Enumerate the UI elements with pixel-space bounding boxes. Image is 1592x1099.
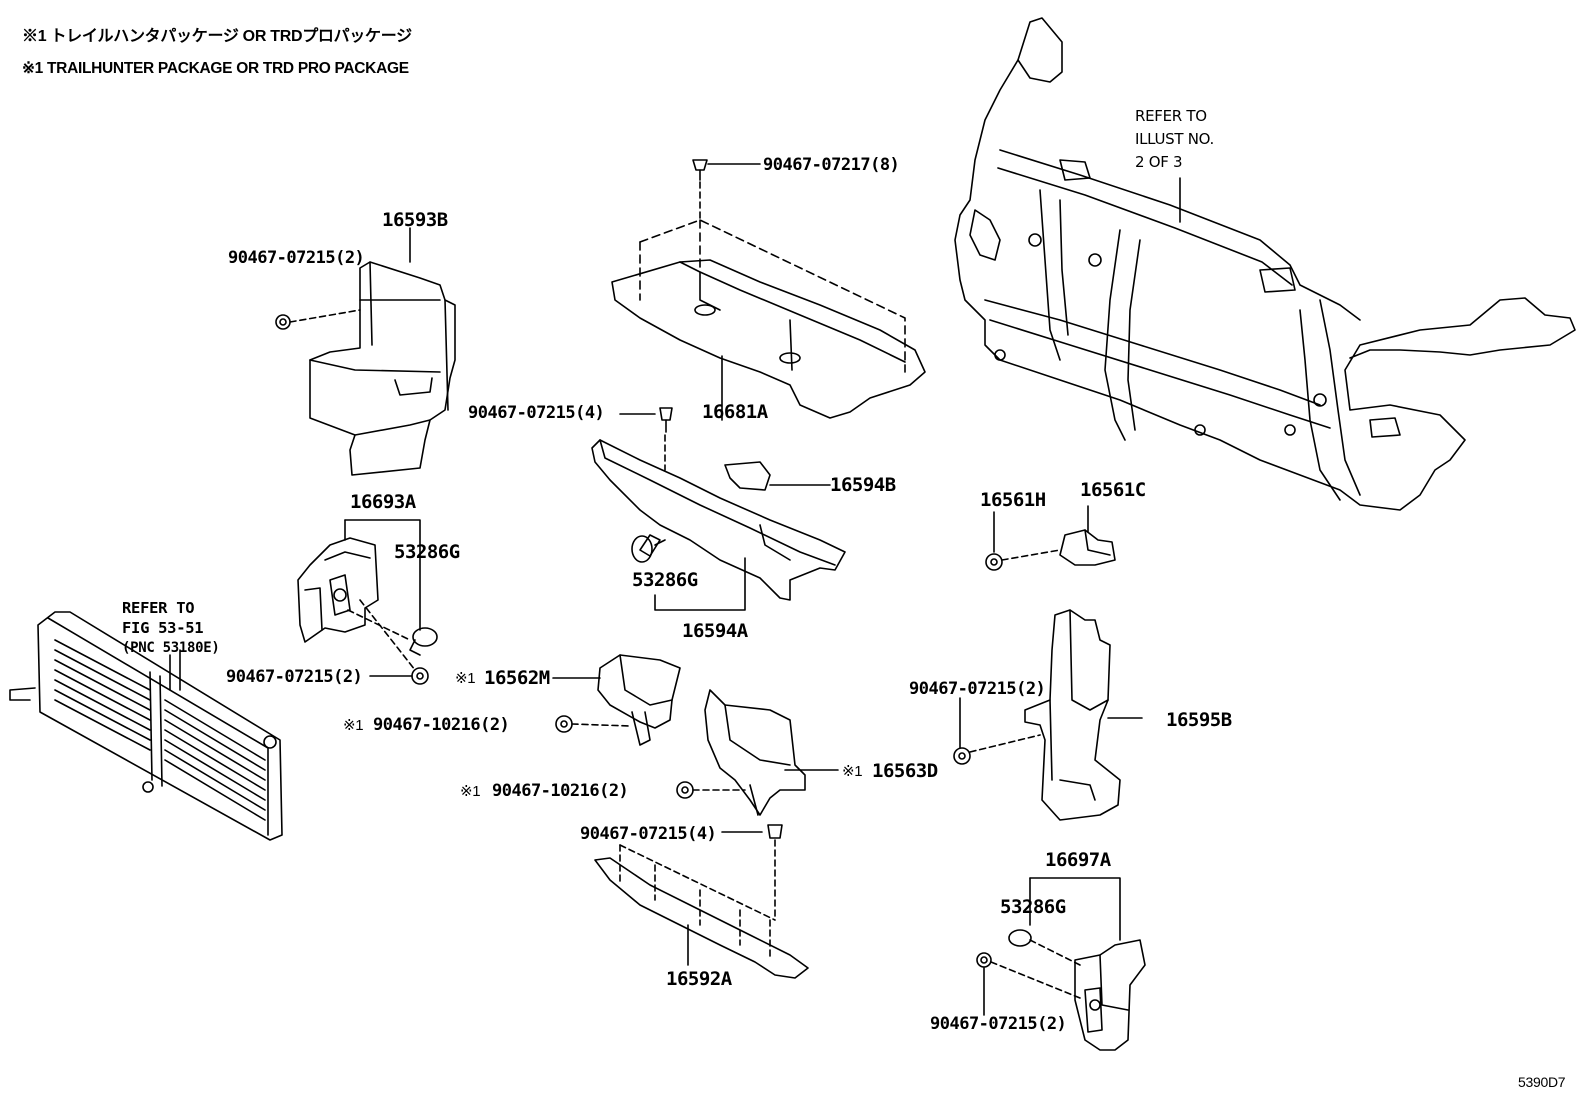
part-label-90467-10216-2-b: 90467-10216(2)	[492, 781, 629, 801]
part-label-53286G-b: 53286G	[632, 569, 698, 591]
part-16561C-drawing	[985, 505, 1116, 571]
radiator-support-drawing	[954, 17, 1576, 511]
refer-illust-line-3: 2 OF 3	[1135, 153, 1183, 171]
illustration-code: 5390D7	[1518, 1074, 1566, 1090]
part-label-90467-07215-2-c: 90467-07215(2)	[909, 679, 1046, 699]
part-label-16594A: 16594A	[682, 620, 748, 642]
part-label-16693A: 16693A	[350, 491, 416, 513]
refer-fig-line-2: FIG 53-51	[122, 619, 204, 637]
part-label-16561C: 16561C	[1080, 479, 1146, 501]
part-label-16592A: 16592A	[666, 968, 732, 990]
part-label-16681A: 16681A	[702, 401, 768, 423]
part-label-16563D: 16563D	[872, 760, 938, 782]
part-label-53286G-c: 53286G	[1000, 896, 1066, 918]
refer-illust-line-2: ILLUST NO.	[1135, 130, 1215, 148]
part-label-16595B: 16595B	[1166, 709, 1232, 731]
part-label-16562M: 16562M	[484, 667, 550, 689]
part-16563D-drawing	[676, 689, 839, 816]
leader-lines	[169, 177, 1181, 691]
part-16593B-drawing	[275, 227, 456, 476]
part-label-90467-07215-4-b: 90467-07215(4)	[580, 824, 717, 844]
part-16697A-drawing	[976, 877, 1146, 1051]
mark-16562M: ※1	[455, 670, 476, 687]
refer-fig-line-1: REFER TO	[122, 599, 195, 617]
grille-shutter-drawing	[9, 611, 283, 841]
refer-fig-line-3: (PNC 53180E)	[122, 640, 220, 656]
part-label-16697A: 16697A	[1045, 849, 1111, 871]
package-note-japanese: ※1 トレイルハンタパッケージ OR TRDプロパッケージ	[22, 28, 412, 45]
part-16592A-drawing	[594, 824, 809, 979]
part-16562M-drawing	[552, 654, 681, 746]
part-16693A-drawing	[297, 519, 438, 685]
mark-90467-10216-b: ※1	[460, 783, 481, 800]
part-label-90467-10216-2-a: 90467-10216(2)	[373, 715, 510, 735]
mark-90467-10216-a: ※1	[343, 717, 364, 734]
package-note-english: ※1 TRAILHUNTER PACKAGE OR TRD PRO PACKAG…	[22, 60, 409, 77]
part-16681A-drawing	[611, 159, 926, 421]
refer-illust-block: REFER TO ILLUST NO. 2 OF 3	[1135, 105, 1214, 174]
part-16595B-drawing	[953, 609, 1143, 821]
refer-fig-block: REFER TO FIG 53-51 (PNC 53180E)	[122, 598, 220, 658]
part-16594A-drawing	[591, 407, 846, 611]
part-label-16593B: 16593B	[382, 209, 448, 231]
part-label-53286G-a: 53286G	[394, 541, 460, 563]
part-label-90467-07215-2-a: 90467-07215(2)	[228, 248, 365, 268]
part-label-90467-07217-8: 90467-07217(8)	[763, 155, 900, 175]
part-label-16594B: 16594B	[830, 474, 896, 496]
part-label-16561H: 16561H	[980, 489, 1046, 511]
part-label-90467-07215-4-a: 90467-07215(4)	[468, 403, 605, 423]
part-label-90467-07215-2-d: 90467-07215(2)	[930, 1014, 1067, 1034]
part-label-90467-07215-2-b: 90467-07215(2)	[226, 667, 363, 687]
refer-illust-line-1: REFER TO	[1135, 107, 1207, 125]
mark-16563D: ※1	[842, 763, 863, 780]
